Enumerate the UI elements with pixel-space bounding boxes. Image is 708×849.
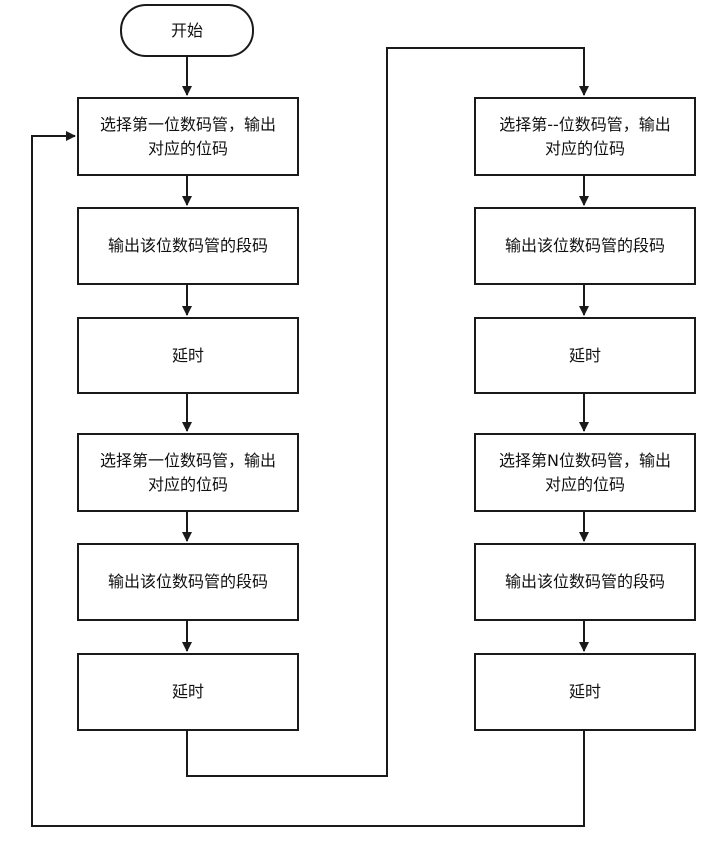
right-step-4: 选择第N位数码管，输出对应的位码: [474, 433, 696, 512]
arrow-left-6-to-right-1: [186, 47, 589, 777]
arrow-loop-back-to-left-1: [31, 131, 585, 827]
start-terminal: 开始: [120, 4, 254, 57]
right-step-5: 输出该位数码管的段码: [474, 543, 696, 621]
right-step-4-label: 选择第N位数码管，输出对应的位码: [499, 450, 671, 494]
start-label: 开始: [170, 20, 203, 40]
left-step-4: 选择第一位数码管，输出对应的位码: [77, 433, 299, 512]
left-step-5: 输出该位数码管的段码: [77, 543, 299, 621]
right-step-2-label: 输出该位数码管的段码: [504, 236, 665, 255]
left-step-3: 延时: [77, 317, 299, 394]
right-step-6: 延时: [474, 653, 696, 731]
left-step-6: 延时: [77, 653, 299, 731]
right-step-3: 延时: [474, 317, 696, 394]
left-step-3-label: 延时: [171, 345, 204, 365]
left-step-4-label: 选择第一位数码管，输出对应的位码: [99, 450, 276, 494]
left-step-1: 选择第一位数码管，输出对应的位码: [77, 97, 299, 176]
left-step-2-label: 输出该位数码管的段码: [107, 236, 268, 255]
left-step-1-label: 选择第一位数码管，输出对应的位码: [99, 114, 276, 158]
right-step-1: 选择第--位数码管，输出对应的位码: [474, 97, 696, 176]
left-step-5-label: 输出该位数码管的段码: [107, 572, 268, 591]
right-step-6-label: 延时: [568, 682, 601, 701]
left-step-2: 输出该位数码管的段码: [77, 207, 299, 285]
right-step-3-label: 延时: [568, 345, 601, 365]
right-step-2: 输出该位数码管的段码: [474, 207, 696, 285]
left-step-6-label: 延时: [171, 682, 204, 701]
right-step-1-label: 选择第--位数码管，输出对应的位码: [499, 114, 671, 158]
right-step-5-label: 输出该位数码管的段码: [504, 572, 665, 591]
